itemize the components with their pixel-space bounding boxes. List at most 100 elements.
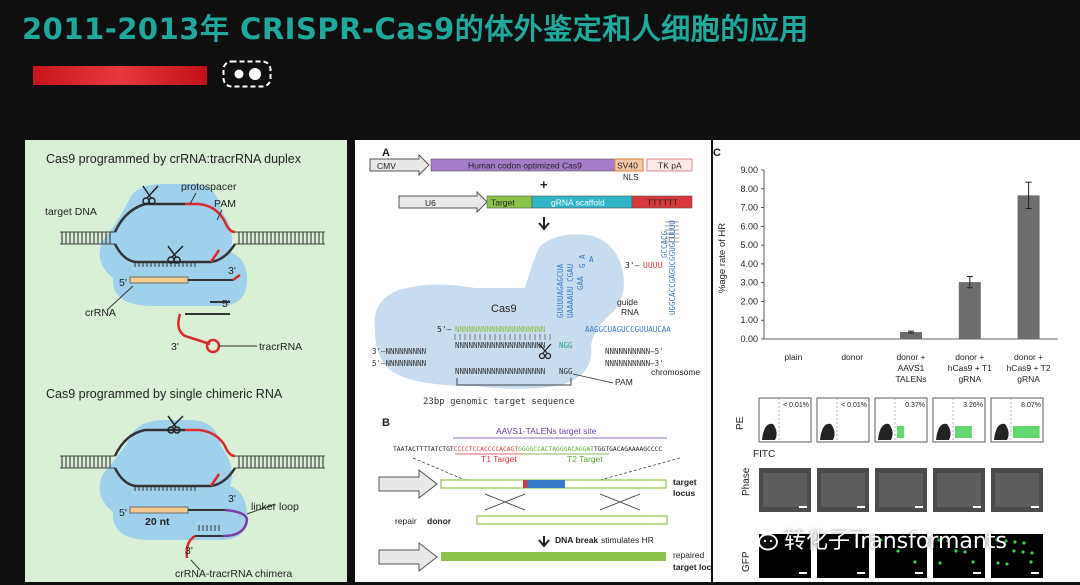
ga-seq: G A (578, 254, 587, 268)
chimera-diagram (60, 415, 325, 571)
chr-top-left: 3'–NNNNNNNNN (372, 347, 426, 356)
x-tick-label: donor (841, 352, 863, 362)
panel-b-letter: B (382, 417, 390, 429)
panel-a-letter: A (382, 147, 390, 159)
linker-loop-label: linker loop (251, 501, 299, 513)
y-tick-label: 3.00 (740, 278, 758, 288)
locus-label: locus (673, 488, 695, 498)
scale-bar (973, 506, 981, 508)
scale-bar (973, 572, 981, 574)
gfp-image (817, 534, 869, 578)
y-tick-label: 9.00 (740, 165, 758, 175)
duplex-diagram (60, 184, 325, 354)
gfp-cell (954, 549, 958, 553)
x-tick-label: gRNA (1017, 374, 1040, 384)
gfp-cell (913, 560, 917, 564)
guide-label: guide (617, 297, 638, 307)
y-tick-label: 8.00 (740, 184, 758, 194)
fitc-label: FITC (753, 449, 775, 460)
gfp-cell (996, 561, 1000, 565)
gfp-cell (1005, 562, 1009, 566)
uuuu-label: UUUU (643, 261, 662, 270)
a-seq: A (589, 255, 594, 264)
five-prime-dash-label: 5'– (437, 325, 452, 334)
scale-bar (915, 506, 923, 508)
nls-label: NLS (623, 173, 639, 182)
title-accent-bar (33, 66, 207, 85)
scale-bar (799, 572, 807, 574)
stem-loop-2-seq: UGGCACCGAGUCGGUGCUUUU (668, 220, 677, 315)
gfp-population (1013, 426, 1040, 438)
gfp-cell (946, 539, 950, 543)
gfp-cell (1030, 551, 1034, 555)
chimera-label: crRNA-tracrRNA chimera (175, 568, 292, 580)
gfp-cell (1004, 539, 1008, 543)
cell-population (878, 423, 893, 440)
five-prime-label-3: 5' (119, 507, 127, 519)
plus-sign: + (540, 177, 548, 192)
top-figure-title: Cas9 programmed by crRNA:tracrRNA duplex (46, 152, 302, 166)
phase-texture (763, 473, 807, 507)
flow-percentage: 8.07% (1021, 402, 1041, 409)
scale-bar (857, 572, 865, 574)
hairpin-right-seq: UAAAAUU CGAU (566, 264, 575, 318)
flow-percentage: 3.26% (963, 402, 983, 409)
y-tick-label: 2.00 (740, 296, 758, 306)
hairpin-tail-seq: GAA (576, 276, 585, 290)
stimulates-hr-label: stimulates HR (601, 535, 654, 545)
gfp-cell (971, 560, 975, 564)
tttttt-label: TTTTTT (647, 198, 678, 208)
gfp-population (897, 426, 904, 438)
x-tick-label: AAVS1 (898, 363, 925, 373)
gfp-cell (937, 538, 941, 542)
watermark: 转化子Transformants (748, 522, 1007, 556)
pe-label: PE (735, 416, 746, 430)
five-prime-label: 5' (119, 277, 127, 289)
scale-bar (857, 506, 865, 508)
gfp-cell (1022, 541, 1026, 545)
ngg-top-label: NGG (559, 341, 573, 350)
x-tick-label: TALENs (895, 374, 926, 384)
gfp-image (933, 534, 985, 578)
chromosome-label: chromosome (651, 367, 700, 377)
x-tick-label: donor + (896, 352, 925, 362)
dna-break-label: DNA break (555, 535, 598, 545)
cell-population (762, 423, 777, 440)
sv40-label: SV40 (617, 161, 638, 171)
donor-label: donor (427, 516, 452, 526)
repair-label: repair (395, 516, 417, 526)
tk-pa-label: TK pA (658, 161, 682, 171)
scaffold-rna-seq: AAGGCUAGUCCGUUAUCAA (585, 325, 671, 334)
three-prime-label-4: 3' (228, 493, 236, 505)
cut-scissors-icon (538, 343, 552, 360)
x-tick-label: hCas9 + T2 (1007, 363, 1051, 373)
cas9-construct-figure: A CMV Human codon optimized Cas9 SV40 TK… (355, 140, 711, 582)
bar (958, 282, 981, 339)
gfp-cell (938, 561, 942, 565)
target-dna-label: target DNA (45, 206, 97, 218)
gfp-cell (1029, 560, 1033, 564)
gfp-cell (1013, 540, 1017, 544)
hairpin-left-seq: GUUUUAGAGCUA (556, 263, 565, 318)
gfp-cell (879, 538, 883, 542)
three-prime-label-5: 3' (185, 545, 193, 557)
slide-title: 2011-2013年 CRISPR-Cas9的体外鉴定和人细胞的应用 (22, 12, 809, 46)
u6-label: U6 (425, 198, 436, 208)
logo-icon (222, 60, 272, 88)
ngg-bot-label: NGG (559, 367, 573, 376)
cas9-protein-label: Cas9 (491, 303, 517, 315)
stem-loop-1-seq: GCCACG (660, 230, 669, 258)
watermark-text: 转化子Transformants (784, 529, 1007, 554)
gfp-label: GFP (741, 551, 752, 572)
scale-bar (1031, 506, 1039, 508)
x-tick-label: donor + (955, 352, 984, 362)
cmv-label: CMV (377, 161, 396, 171)
phase-label: Phase (741, 467, 752, 496)
target-dna-bot-seq: NNNNNNNNNNNNNNNNNNNN (455, 367, 545, 376)
y-tick-label: 1.00 (740, 315, 758, 325)
x-tick-label: donor + (1014, 352, 1043, 362)
cell-population (994, 423, 1009, 440)
y-tick-label: 5.00 (740, 240, 758, 250)
protospacer-label: protospacer (181, 181, 237, 193)
chr-bot-left: 5'–NNNNNNNNN (372, 359, 426, 368)
